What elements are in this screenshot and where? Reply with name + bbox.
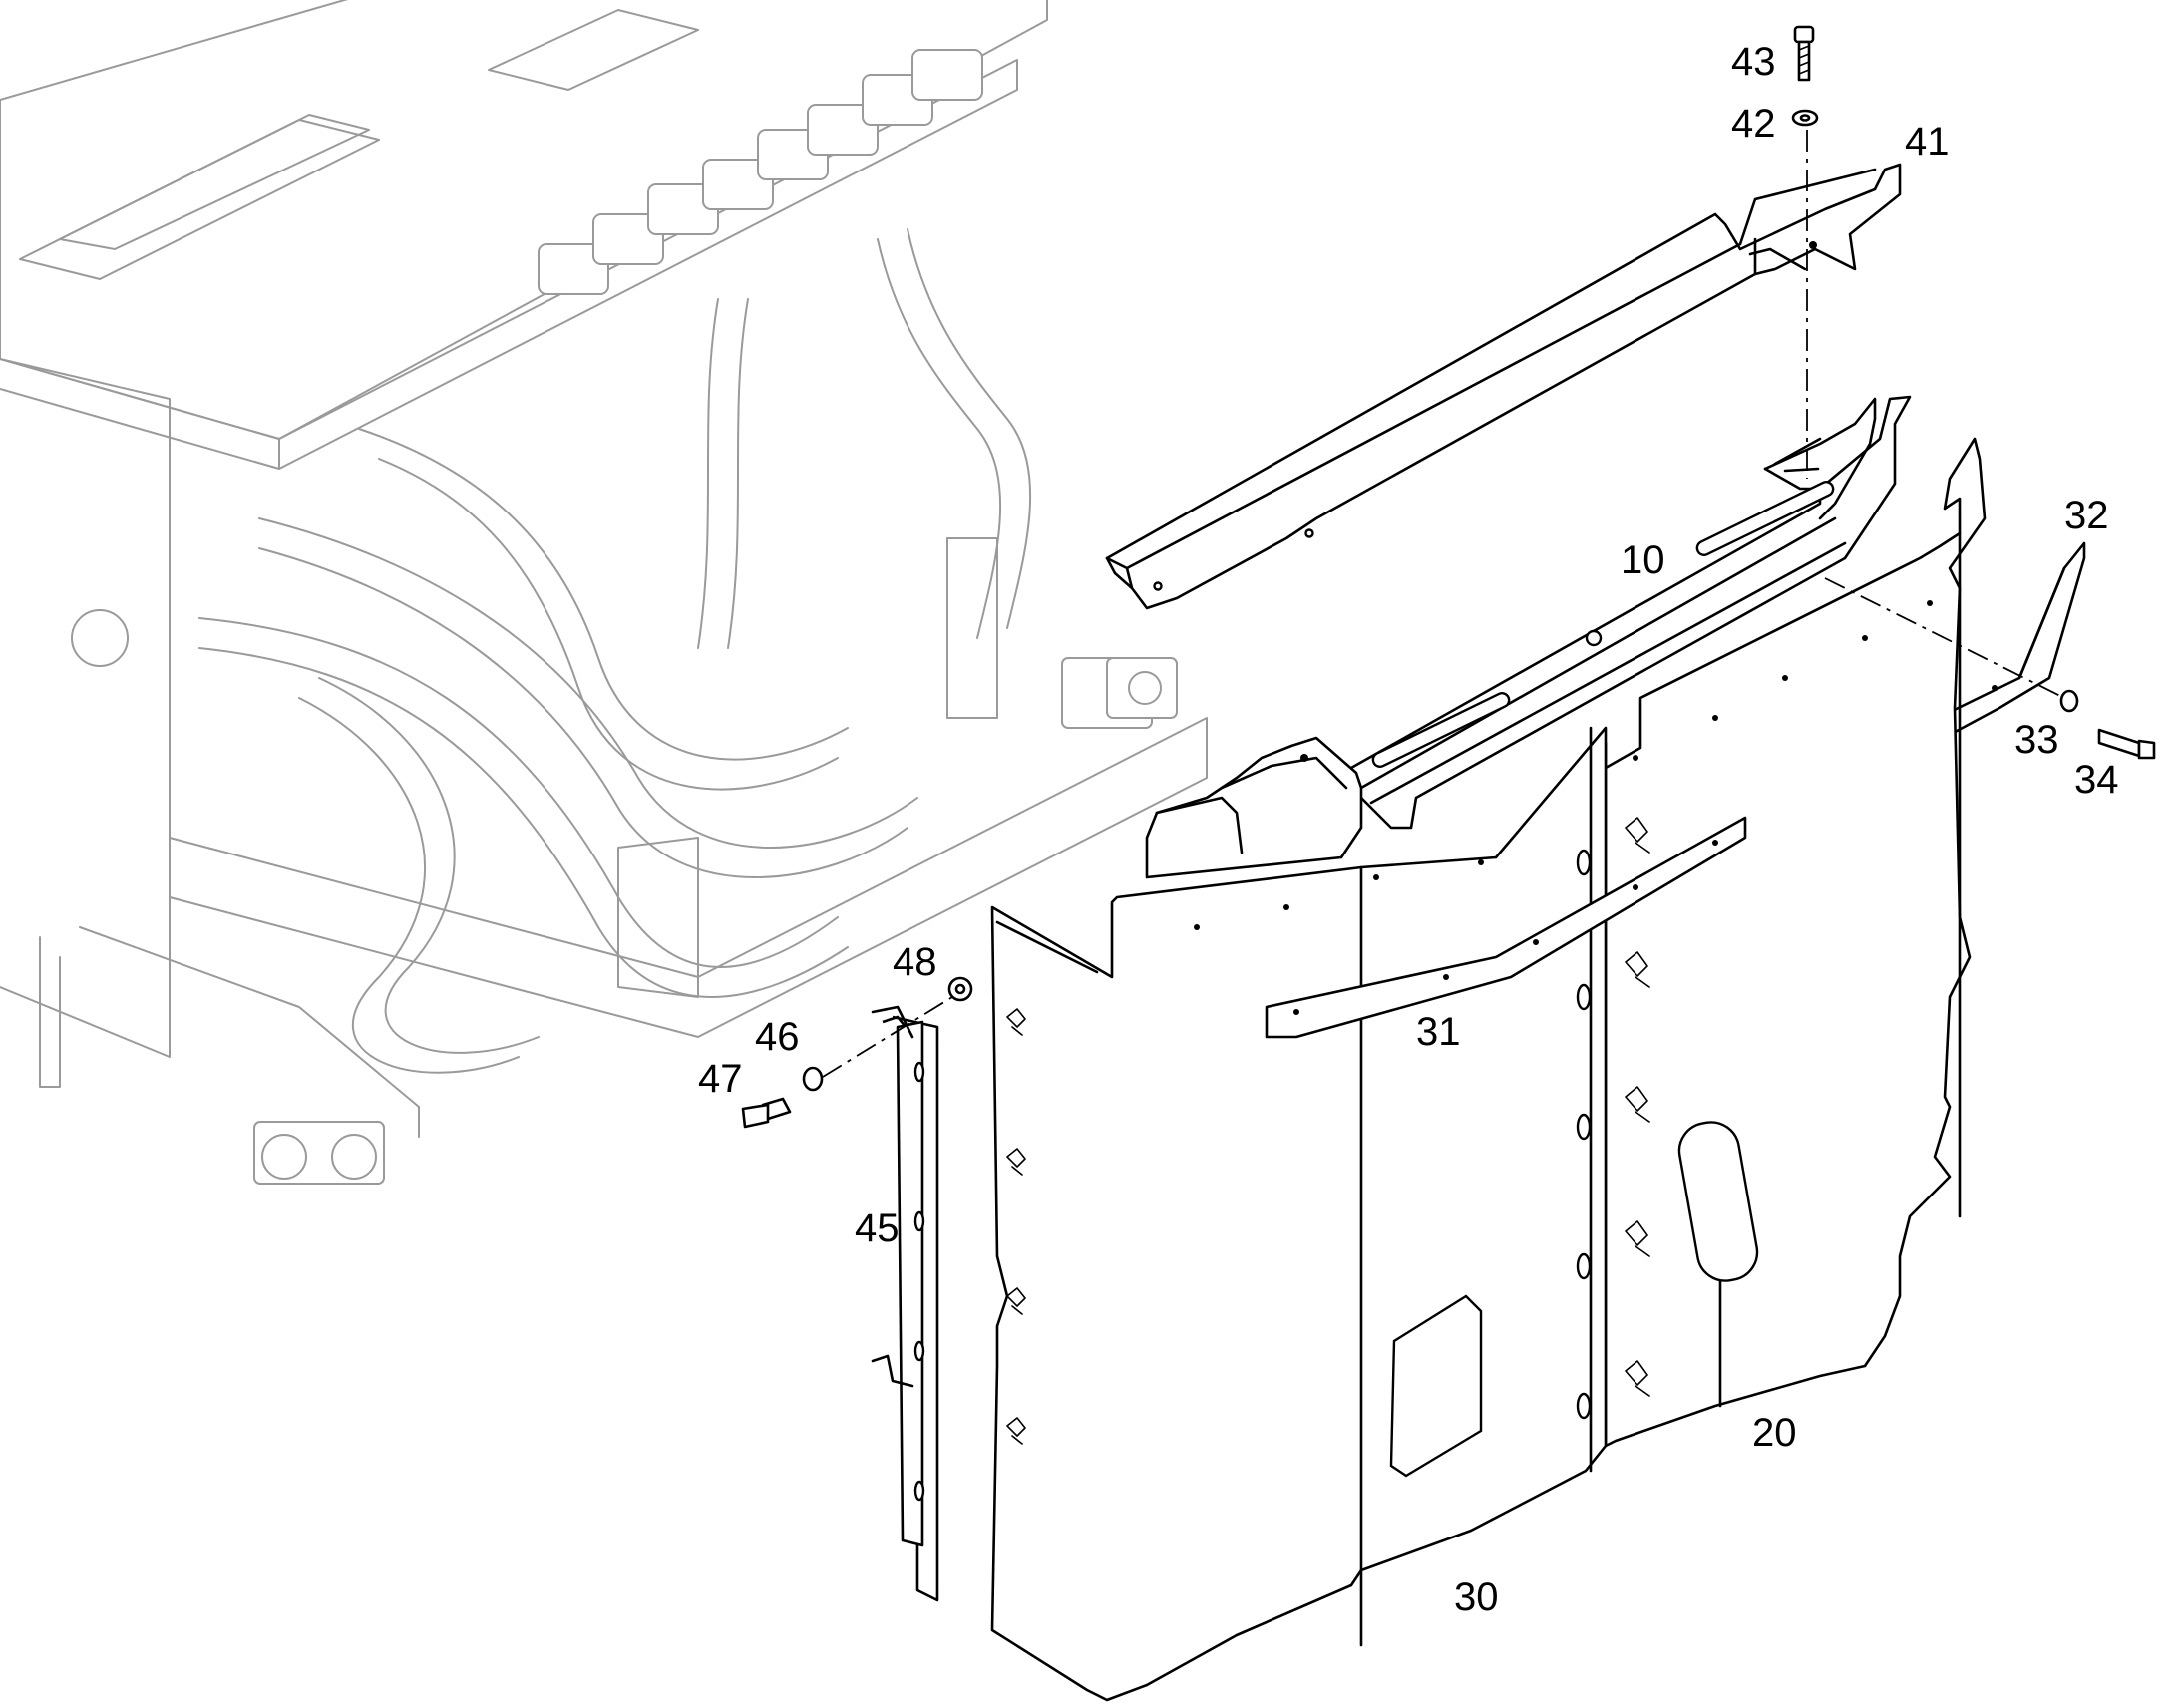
part-48-nut: [947, 976, 973, 1002]
part-47-bolt: [741, 1097, 792, 1129]
manifold-block-row: [538, 49, 983, 295]
callout-42: 42: [1731, 102, 1776, 146]
callout-47: 47: [698, 1057, 743, 1101]
hydraulic-hoses: [198, 228, 1032, 1074]
part-30-front-panel: [990, 726, 1650, 1702]
background-machine-assembly: [0, 0, 1208, 1185]
part-34-bolt: [2097, 728, 2156, 760]
callout-20: 20: [1752, 1411, 1797, 1455]
part-31-diagonal-strap: [1265, 816, 1747, 1039]
panel-slot-row: [1576, 849, 1592, 1420]
callout-30: 30: [1454, 1575, 1499, 1619]
callout-41: 41: [1905, 120, 1950, 164]
alignment-lines: [822, 130, 2065, 1078]
callout-48: 48: [893, 940, 937, 984]
part-10-end-block: [1145, 736, 1363, 879]
part-20-right-panel: [1604, 437, 1987, 1448]
callout-45: 45: [855, 1206, 900, 1250]
part-41-upper-bracket: [1105, 163, 1902, 610]
part-42-washer: [1791, 109, 1819, 127]
callout-10: 10: [1621, 538, 1665, 582]
part-33-washer: [2059, 689, 2079, 713]
part-43-bolt: [1793, 25, 1815, 82]
callout-32: 32: [2064, 494, 2109, 537]
part-45-hanger-strap: [871, 1005, 939, 1602]
callout-labels: 43 42 41 32 10 33 34 48 46 47 31 45 20 3…: [698, 40, 2119, 1619]
callout-31: 31: [1416, 1010, 1461, 1054]
callout-46: 46: [755, 1015, 800, 1059]
callout-34: 34: [2074, 758, 2119, 802]
callout-33: 33: [2014, 718, 2059, 762]
part-10-top-rail: [1349, 395, 1912, 830]
part-46-washer: [802, 1066, 824, 1092]
callout-43: 43: [1731, 40, 1776, 84]
panel-clip-row-left: [1006, 1008, 1026, 1445]
panel-clip-row-mid: [1625, 817, 1650, 1397]
